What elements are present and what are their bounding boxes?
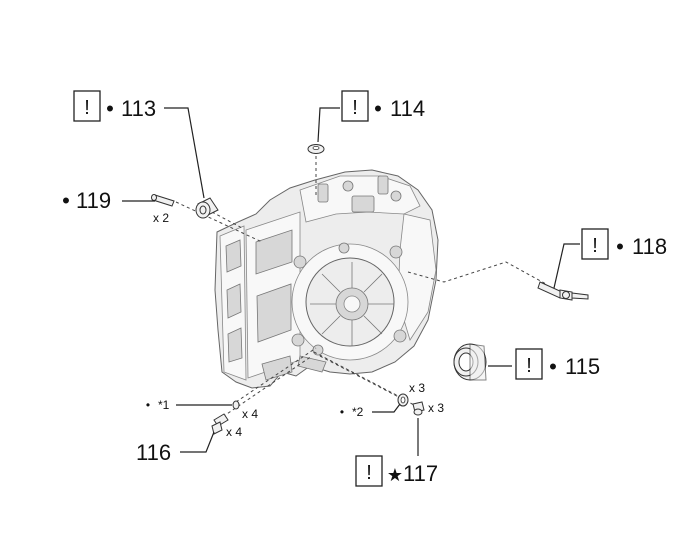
warning-box-115 bbox=[515, 348, 543, 380]
quantity-119: x 2 bbox=[153, 211, 169, 225]
callout-118: ! • 118 bbox=[581, 228, 667, 260]
path-ring2 bbox=[313, 351, 403, 399]
o-ring-1 bbox=[232, 400, 240, 410]
quantity-plug117: x 3 bbox=[428, 401, 444, 415]
warning-mark-115: ! bbox=[526, 355, 532, 377]
path-118 bbox=[407, 261, 547, 285]
path-ring1 bbox=[235, 347, 317, 403]
part-number-118: 118 bbox=[632, 234, 667, 259]
bullet-119: • bbox=[62, 188, 70, 213]
quantity-ring1: x 4 bbox=[242, 407, 258, 421]
part-number-113: 113 bbox=[121, 96, 156, 121]
bullet-star1: • bbox=[146, 398, 150, 412]
callout-114: ! • 114 bbox=[341, 90, 425, 122]
bullet-star2: • bbox=[340, 405, 344, 419]
plug-116 bbox=[211, 413, 229, 435]
part-number-116: 116 bbox=[136, 440, 171, 465]
warning-mark-113: ! bbox=[84, 97, 90, 119]
bushing-113 bbox=[195, 197, 219, 219]
note-star2: • *2 x 3 x 3 bbox=[340, 381, 444, 419]
part-number-119: 119 bbox=[76, 188, 111, 213]
assembly-paths bbox=[175, 156, 547, 421]
warning-box-114 bbox=[341, 90, 369, 122]
quantity-ring2: x 3 bbox=[409, 381, 425, 395]
path-116 bbox=[217, 355, 313, 421]
o-ring-2 bbox=[397, 393, 409, 407]
bullet-118: • bbox=[616, 234, 624, 259]
note-label-star1: *1 bbox=[158, 398, 170, 412]
callout-119: • 119 x 2 bbox=[62, 188, 169, 225]
note-label-star2: *2 bbox=[352, 405, 364, 419]
leader-114 bbox=[317, 107, 340, 143]
warning-box-118 bbox=[581, 228, 609, 260]
part-number-115: 115 bbox=[565, 354, 600, 379]
bullet-115: • bbox=[549, 354, 557, 379]
leader-star2 bbox=[372, 403, 401, 413]
callout-115: ! • 115 bbox=[515, 348, 600, 380]
part-number-117: 117 bbox=[403, 461, 438, 486]
transaxle-case bbox=[214, 169, 439, 389]
warning-mark-118: ! bbox=[592, 235, 598, 257]
callout-113: ! • 113 bbox=[73, 90, 156, 122]
path-119 bbox=[175, 201, 263, 243]
note-star1: • *1 x 4 bbox=[146, 398, 258, 421]
callout-117: ! ★ 117 bbox=[355, 455, 438, 487]
part-number-114: 114 bbox=[390, 96, 425, 121]
bullet-113: • bbox=[106, 96, 114, 121]
leader-113 bbox=[164, 107, 205, 199]
sensor-118 bbox=[537, 281, 589, 301]
bullet-114: • bbox=[374, 96, 382, 121]
leader-116 bbox=[180, 431, 215, 453]
leader-118 bbox=[553, 243, 580, 289]
star-117: ★ bbox=[387, 465, 403, 485]
washer-114 bbox=[307, 144, 325, 154]
warning-mark-117: ! bbox=[366, 462, 372, 484]
warning-box-113 bbox=[73, 90, 101, 122]
quantity-plug116: x 4 bbox=[226, 425, 242, 439]
oil-seal-115 bbox=[453, 343, 487, 381]
plug-117 bbox=[412, 401, 425, 416]
pin-119 bbox=[151, 194, 175, 207]
warning-mark-114: ! bbox=[352, 97, 358, 119]
callout-116: 116 x 4 bbox=[136, 425, 242, 465]
warning-box-117 bbox=[355, 455, 383, 487]
leader-lines bbox=[122, 107, 580, 456]
